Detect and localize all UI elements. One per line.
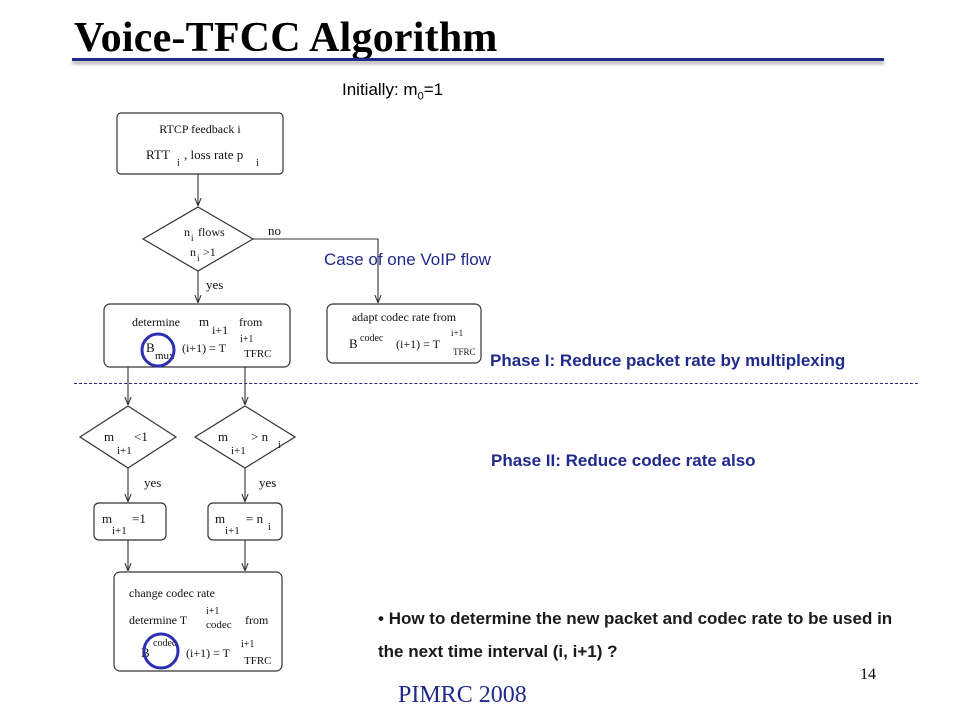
rtcp-rtt-subscript: i — [177, 158, 180, 169]
decision-lt1-condition: <1 — [134, 429, 148, 444]
determine-m: m — [199, 314, 209, 329]
decision-flows-label: flows — [198, 225, 225, 239]
determine-T-subscript: TFRC — [244, 348, 272, 360]
change-T-superscript: i+1 — [206, 606, 219, 617]
adapt-equation: (i+1) = T — [396, 337, 441, 351]
bullet-glyph: • — [378, 609, 389, 628]
set-m-one-value: =1 — [132, 511, 146, 526]
adapt-T-superscript: i+1 — [451, 328, 463, 338]
bullet-point: • How to determine the new packet and co… — [378, 602, 898, 668]
title-underline — [72, 58, 884, 61]
set-m-one-m: m — [102, 511, 112, 526]
phase-two-label: Phase II: Reduce codec rate also — [491, 451, 756, 470]
determine-mux-box — [103, 303, 291, 368]
decision-gtn-condition: > n — [251, 429, 269, 444]
phase-divider — [74, 383, 918, 384]
highlight-circle-codec — [142, 632, 180, 670]
label-yes-1: yes — [206, 277, 223, 292]
set-m-n-m: m — [215, 511, 225, 526]
adapt-codec-box — [326, 303, 482, 364]
adapt-codec-label: adapt codec rate from — [352, 310, 457, 324]
rtcp-rtt-label: RTT — [146, 147, 170, 162]
determine-equation: (i+1) = T — [182, 341, 227, 355]
initial-condition-value: =1 — [423, 80, 444, 99]
rtcp-feedback-label: RTCP feedback i — [159, 122, 241, 136]
change-T2-superscript: i+1 — [241, 639, 254, 650]
determine-from: from — [239, 315, 263, 329]
label-yes-3: yes — [259, 475, 276, 490]
change-B-superscript: codec — [153, 638, 177, 649]
set-m-n-n-subscript: i — [268, 522, 271, 533]
rtcp-loss-label: , loss rate p — [184, 147, 243, 162]
label-yes-2: yes — [144, 475, 161, 490]
change-determine-T: determine T — [129, 613, 188, 627]
highlight-circle-mux — [140, 332, 176, 368]
change-codec-label: change codec rate — [129, 586, 215, 600]
decision-lt1-m-subscript: i+1 — [117, 445, 132, 457]
determine-B: B — [146, 340, 155, 355]
decision-lt1-m: m — [104, 429, 114, 444]
decision-flows-n2-subscript: i — [197, 253, 200, 263]
decision-gtn-n-subscript: i — [278, 440, 281, 451]
set-m-n-value: = n — [246, 511, 264, 526]
adapt-B: B — [349, 336, 358, 351]
change-codec-box — [113, 571, 283, 672]
change-T2-subscript: TFRC — [244, 655, 272, 667]
rtcp-loss-subscript: i — [256, 158, 259, 169]
adapt-B-superscript: codec — [360, 333, 384, 344]
change-from: from — [245, 613, 269, 627]
decision-flows-n2: n — [190, 245, 196, 259]
determine-label: determine — [132, 315, 180, 329]
decision-flows-n: n — [184, 225, 190, 239]
initial-condition-label: Initially: m — [342, 80, 418, 99]
decision-lt1-diamond — [78, 405, 178, 469]
change-equation: (i+1) = T — [186, 646, 231, 660]
slide-title: Voice-TFCC Algorithm — [74, 15, 498, 61]
decision-flows-n-subscript: i — [191, 233, 194, 243]
decision-gtn-diamond — [193, 405, 297, 469]
bullet-text: How to determine the new packet and code… — [378, 609, 893, 661]
adapt-T-subscript: TFRC — [453, 347, 476, 357]
label-no: no — [268, 223, 281, 238]
set-m-one-box — [93, 502, 167, 541]
decision-flows-gt1: >1 — [203, 245, 216, 259]
arrow-no-branch — [253, 238, 378, 302]
set-m-one-subscript: i+1 — [112, 525, 127, 537]
rtcp-feedback-box — [116, 112, 284, 175]
footer-conference: PIMRC 2008 — [398, 682, 527, 708]
initial-condition: Initially: m0=1 — [342, 80, 443, 102]
decision-gtn-m-subscript: i+1 — [231, 445, 246, 457]
slide-number: 14 — [860, 666, 876, 683]
phase-one-label: Phase I: Reduce packet rate by multiplex… — [490, 351, 846, 370]
decision-gtn-m: m — [218, 429, 228, 444]
initial-condition-subscript: 0 — [417, 90, 424, 103]
case-one-flow-label: Case of one VoIP flow — [324, 250, 491, 269]
set-m-n-subscript: i+1 — [225, 525, 240, 537]
determine-T-superscript: i+1 — [240, 334, 253, 345]
change-T-subscript: codec — [206, 619, 232, 631]
determine-m-subscript: i+1 — [212, 323, 228, 337]
